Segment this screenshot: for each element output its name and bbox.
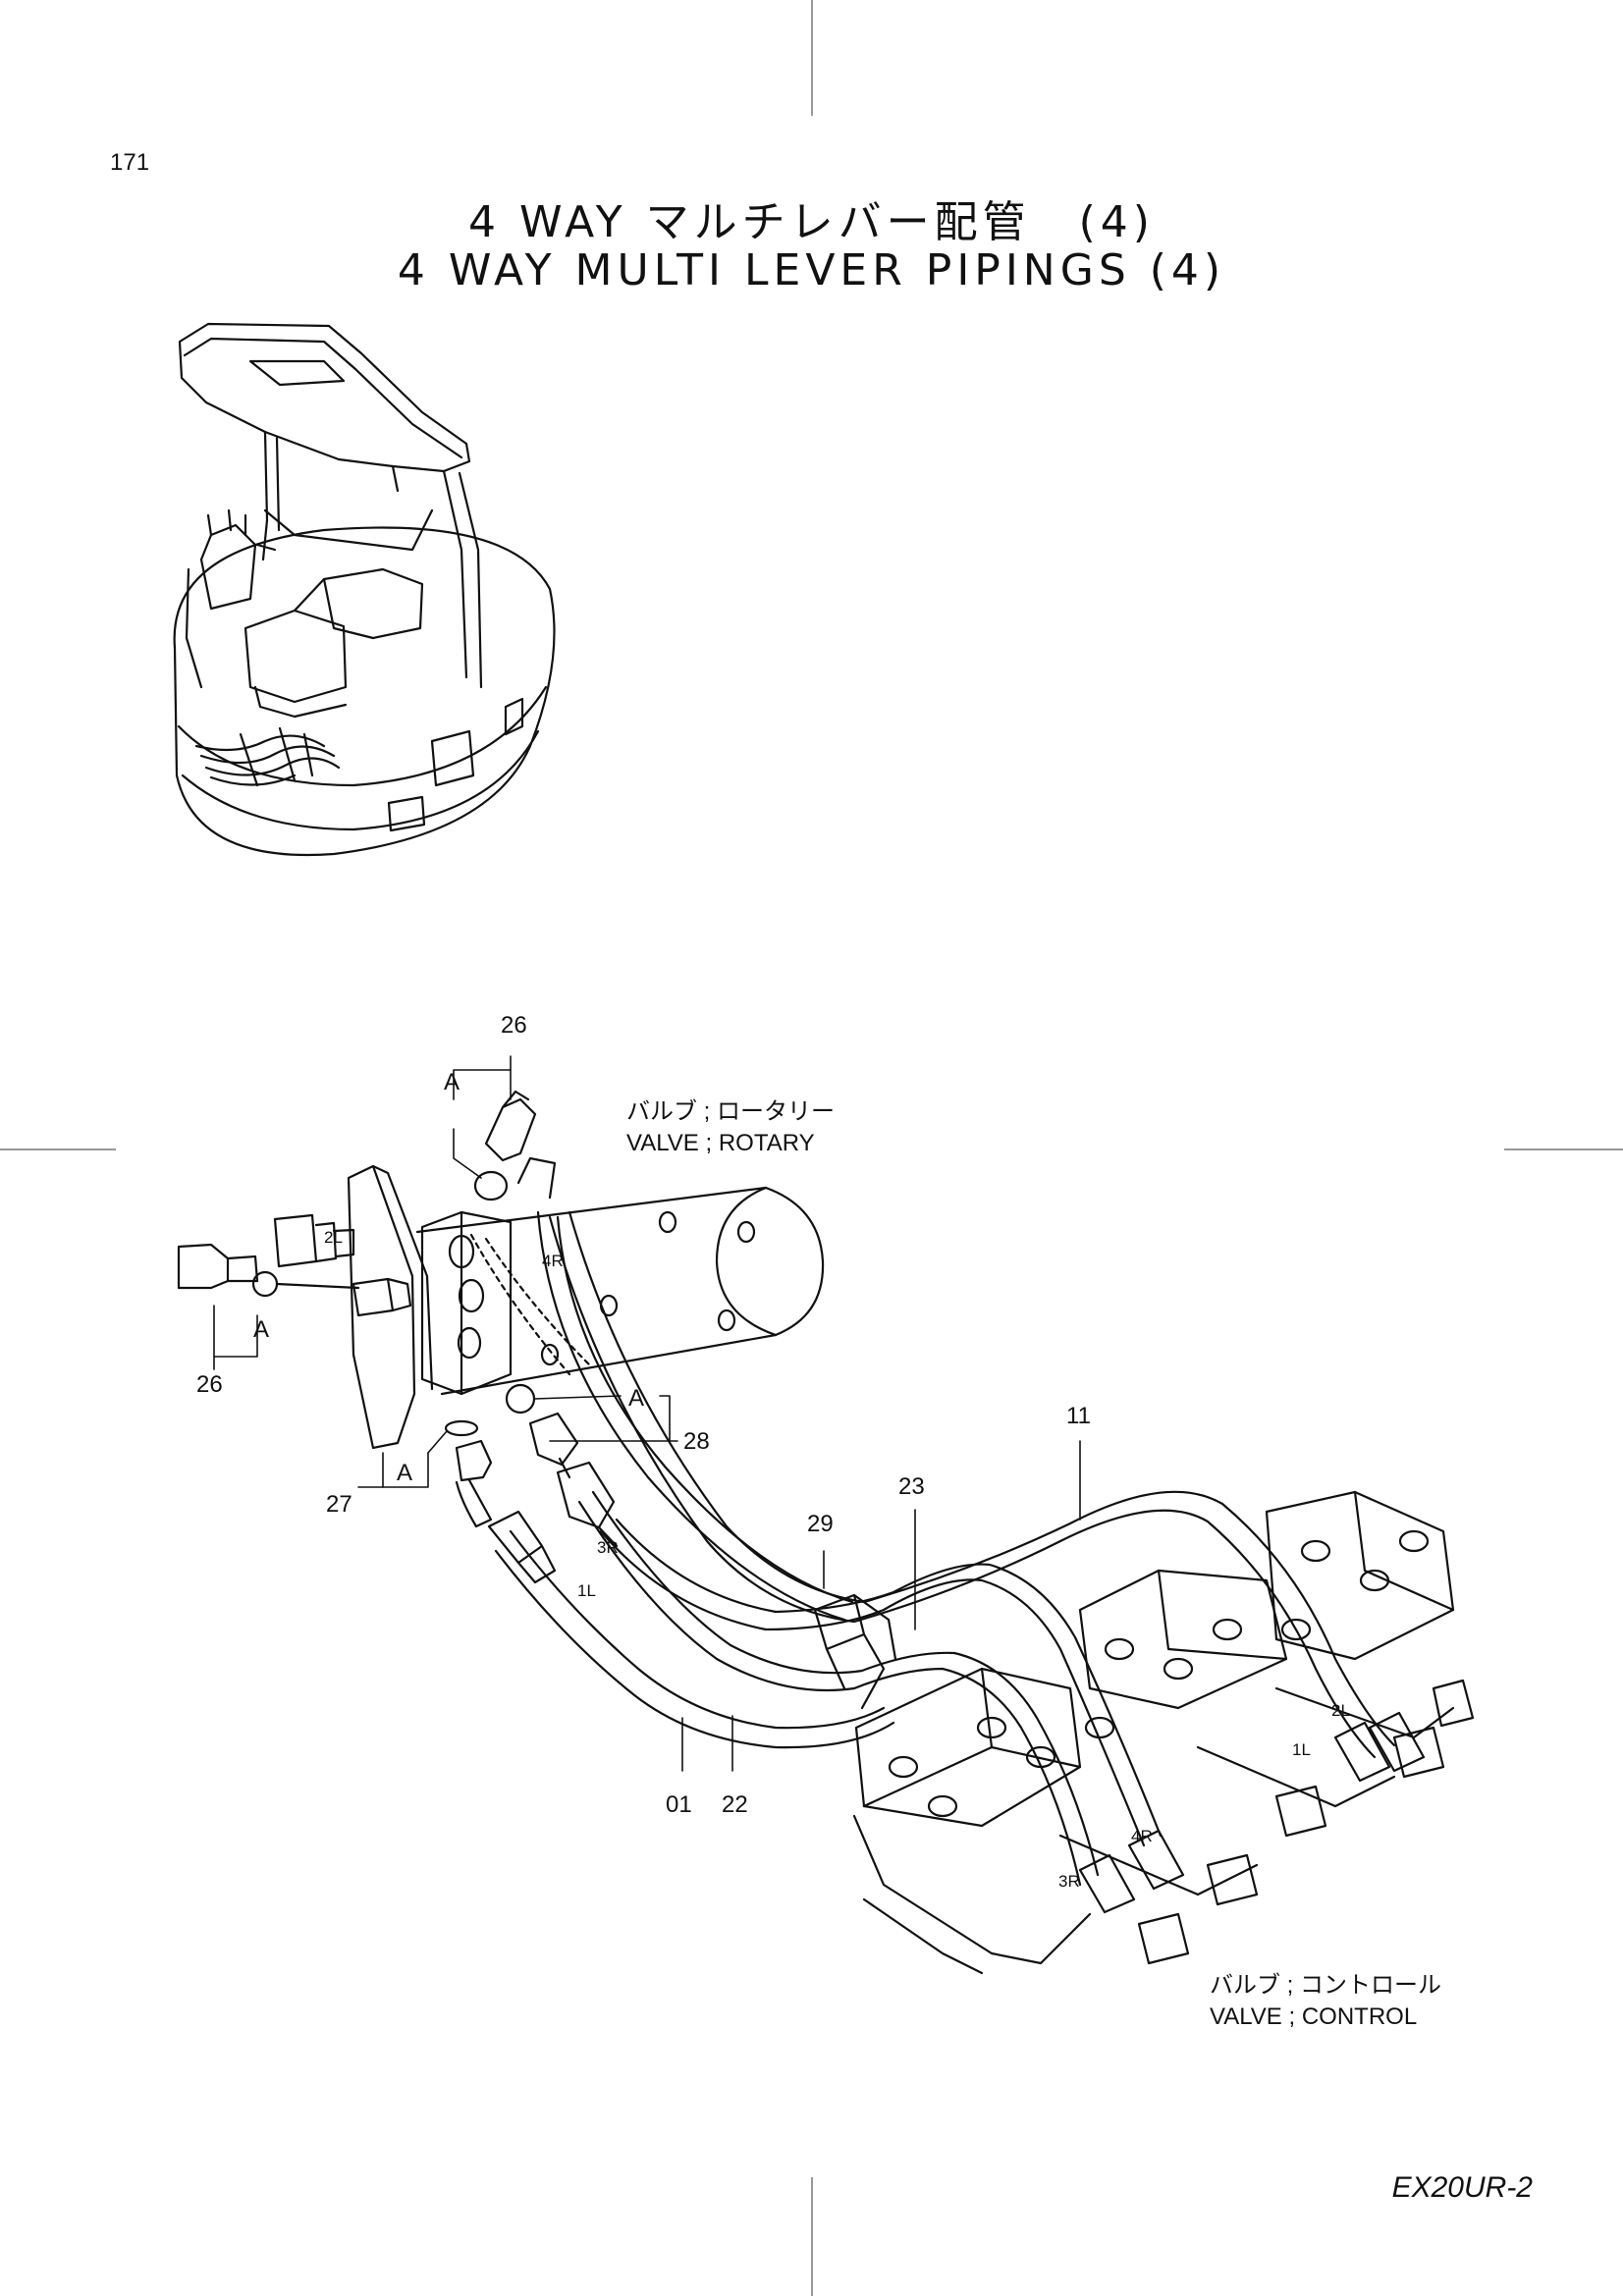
crop-mark-right	[1504, 1148, 1623, 1150]
callout-11: 11	[1066, 1403, 1091, 1429]
callout-27: 27	[326, 1491, 352, 1518]
top-elbow-fitting	[473, 1090, 537, 1201]
port-tag-4r-control: 4R	[1131, 1827, 1153, 1845]
rotary-valve-label-en: VALVE ; ROTARY	[626, 1130, 815, 1156]
detail-marker-a-bottom: A	[397, 1460, 412, 1486]
port-tag-4r-rotary: 4R	[542, 1252, 564, 1270]
callout-23: 23	[898, 1473, 925, 1500]
leader-lines	[213, 1055, 1081, 1772]
control-valve-label-jp: バルブ ; コントロール	[1210, 1972, 1441, 1999]
port-tag-3r-rotary: 3R	[597, 1538, 619, 1557]
detail-marker-a-right: A	[628, 1385, 644, 1412]
callout-28: 28	[683, 1428, 710, 1455]
model-code: EX20UR-2	[1391, 2171, 1533, 2204]
page-number: 171	[110, 149, 150, 176]
port-tag-2l-rotary: 2L	[324, 1228, 343, 1247]
detail-marker-a-top: A	[444, 1069, 460, 1095]
detail-marker-a-left: A	[253, 1316, 269, 1343]
port-tag-3r-control: 3R	[1058, 1872, 1080, 1891]
crop-mark-left	[0, 1148, 116, 1150]
bottom-elbow-fitting	[444, 1383, 536, 1528]
page-title-japanese: 4 WAY マルチレバー配管 (4)	[468, 197, 1155, 247]
port-tag-1l-rotary: 1L	[577, 1581, 596, 1600]
crop-mark-bottom	[811, 2177, 813, 2296]
callout-29: 29	[807, 1511, 834, 1537]
callout-22: 22	[722, 1791, 748, 1818]
callout-26-top: 26	[501, 1012, 527, 1039]
control-valve-label-en: VALVE ; CONTROL	[1210, 2003, 1417, 2030]
hose-bundle	[487, 1156, 1396, 1887]
control-valve-block	[852, 1490, 1475, 1975]
callout-01: 01	[666, 1791, 692, 1818]
rotary-valve-body	[347, 1164, 825, 1450]
machine-overview-illustration	[173, 322, 556, 856]
crop-mark-top	[811, 0, 813, 116]
port-tag-1l-control: 1L	[1292, 1740, 1311, 1759]
rotary-valve-label-jp: バルブ ; ロータリー	[626, 1098, 835, 1125]
page-title-english: 4 WAY MULTI LEVER PIPINGS (4)	[397, 245, 1226, 295]
connector-28	[528, 1412, 619, 1548]
port-tag-2l-control: 2L	[1331, 1701, 1350, 1720]
callout-26-left: 26	[196, 1371, 223, 1398]
